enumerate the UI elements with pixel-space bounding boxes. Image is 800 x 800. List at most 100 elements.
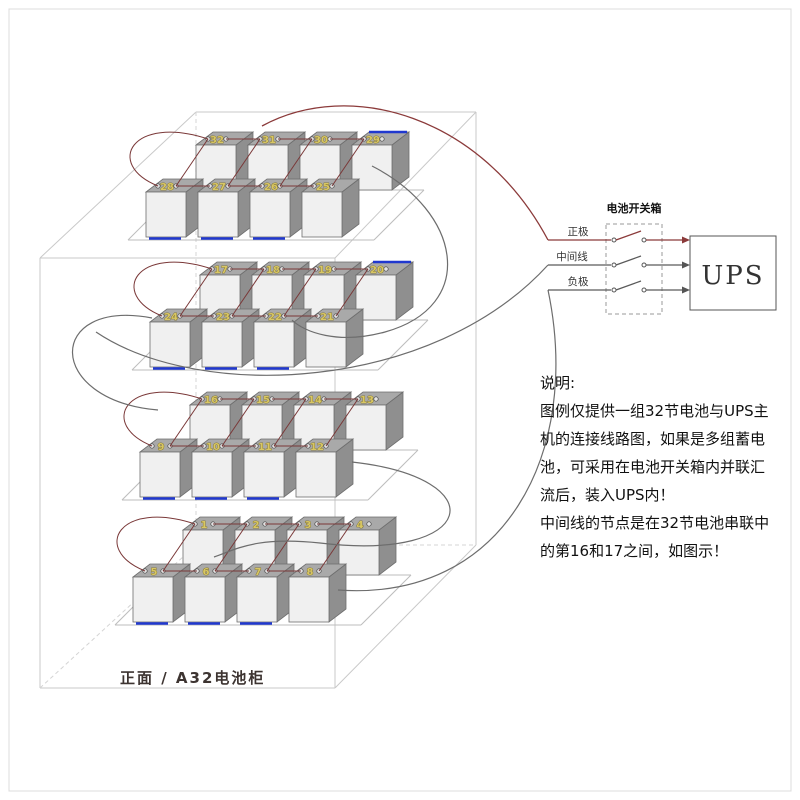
switch-contact (611, 237, 617, 243)
battery-number: 14 (308, 395, 322, 406)
column-wire (325, 398, 359, 447)
end-loop-wire (116, 516, 196, 572)
battery-number: 1 (201, 520, 208, 531)
column-wire (227, 138, 261, 187)
battery-number: 30 (314, 135, 328, 146)
battery-4: 4 (337, 516, 398, 576)
switch-blade (615, 230, 642, 241)
column-wire (231, 268, 265, 317)
battery-number: 28 (160, 182, 174, 193)
column-wire (162, 523, 196, 572)
notes-heading: 说明: (540, 374, 575, 392)
battery-number: 24 (164, 312, 178, 323)
shelf-edge (377, 319, 429, 371)
battery-7: 7 (235, 563, 296, 623)
switch-contact (611, 287, 617, 293)
battery-13: 13 (344, 391, 405, 451)
column-wire (331, 138, 365, 187)
column-wire (279, 138, 313, 187)
wire-negative-long (337, 289, 557, 592)
column-wire (273, 398, 307, 447)
battery-12: 12 (294, 438, 355, 498)
battery-front-face (201, 321, 243, 368)
notes-line: 的第16和17之间，如图示！ (540, 542, 728, 560)
battery-number: 11 (258, 442, 272, 453)
battery-number: 10 (206, 442, 220, 453)
column-wire (175, 138, 209, 187)
battery-front-face (145, 191, 187, 238)
battery-20: 20 (354, 261, 415, 321)
battery-27: 27 (196, 178, 257, 238)
ups-label: UPS (701, 261, 764, 291)
switch-box-title: 电池开关箱 (607, 201, 662, 215)
battery-number: 27 (212, 182, 226, 193)
battery-number: 4 (357, 520, 364, 531)
battery-front-face (301, 191, 343, 238)
battery-6: 6 (183, 563, 244, 623)
switch-contact (641, 287, 647, 293)
battery-front-face (288, 576, 330, 623)
notes-line: 中间线的节点是在32节电池串联中 (540, 514, 769, 532)
battery-26: 26 (248, 178, 309, 238)
battery-terminal (379, 136, 385, 142)
battery-29: 29 (350, 131, 411, 191)
cabinet-edge (39, 111, 197, 259)
battery-number: 15 (256, 395, 270, 406)
wire-middle-long (95, 264, 549, 376)
column-wire (335, 268, 369, 317)
battery-23: 23 (200, 308, 261, 368)
notes: 说明: 图例仅提供一组32节电池与UPS主 机的连接线路图，如果是多组蓄电 池，… (540, 374, 769, 560)
battery-front-face (295, 451, 337, 498)
battery-number: 18 (266, 265, 280, 276)
column-wire (221, 398, 255, 447)
battery-number: 5 (151, 567, 158, 578)
battery-number: 22 (268, 312, 282, 323)
battery-terminal (373, 396, 379, 402)
column-wire (266, 523, 300, 572)
battery-number: 8 (307, 567, 314, 578)
wire-label-positive: 正极 (568, 225, 589, 238)
notes-line: 池，可采用在电池开关箱内并联汇 (540, 458, 765, 476)
notes-line: 流后，装入UPS内！ (540, 486, 675, 504)
column-wire (318, 523, 352, 572)
battery-25: 25 (300, 178, 361, 238)
battery-number: 6 (203, 567, 210, 578)
battery-number: 32 (210, 135, 224, 146)
switch-box: 电池开关箱 正极 中间线 负极 (548, 201, 690, 315)
battery-front-face (191, 451, 233, 498)
column-wire (283, 268, 317, 317)
wire-positive-long (261, 105, 549, 241)
battery-number: 20 (370, 265, 384, 276)
wire-loop-left (72, 314, 159, 411)
battery-8: 8 (287, 563, 348, 623)
battery-number: 26 (264, 182, 278, 193)
battery-terminal (383, 266, 389, 272)
battery-21: 21 (304, 308, 365, 368)
battery-front-face (249, 191, 291, 238)
battery-number: 21 (320, 312, 334, 323)
battery-number: 2 (253, 520, 260, 531)
notes-line: 机的连接线路图，如果是多组蓄电 (540, 430, 765, 448)
wire-loop-right (291, 165, 449, 338)
battery-terminal (366, 521, 372, 527)
shelf-edge (367, 449, 419, 501)
switch-box-outline (605, 223, 663, 315)
end-loop-wire (129, 131, 209, 187)
battery-front-face (139, 451, 181, 498)
switch-blade (615, 255, 642, 266)
column-wire (214, 523, 248, 572)
battery-number: 25 (316, 182, 330, 193)
shelf-edge (373, 189, 425, 241)
cabinet-edge (334, 544, 477, 689)
battery-number: 16 (204, 395, 218, 406)
switch-contact (611, 262, 617, 268)
cabinet-edge (334, 111, 477, 259)
battery-number: 9 (158, 442, 165, 453)
wire-label-middle: 中间线 (556, 250, 588, 263)
battery-front-face (236, 576, 278, 623)
